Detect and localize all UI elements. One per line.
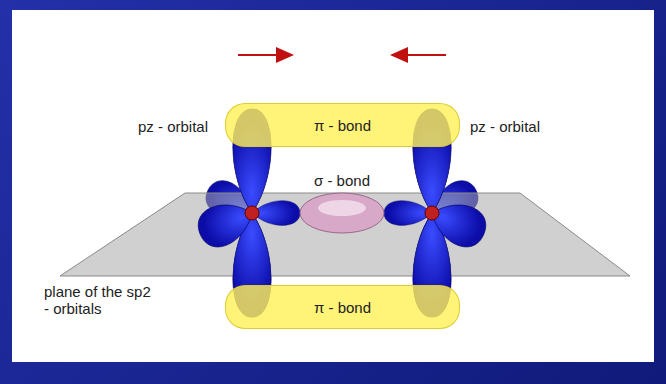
approach-arrow [238,54,292,56]
carbon-nucleus [425,206,439,220]
plane-label: plane of the sp2 - orbitals [44,283,156,317]
sigma-highlight [318,200,366,216]
orbital-label: pz - orbital [470,118,540,135]
sp2-plane [60,193,630,276]
carbon-nucleus [245,206,259,220]
approach-arrow [392,54,446,56]
pi-bond-band: π - bond [225,103,460,147]
orbital-label: pz - orbital [138,118,208,135]
bond-text: π - bond [314,117,371,134]
pi-bond-band: π - bond [225,285,460,329]
bond-text: π - bond [314,299,371,316]
bond-label: σ - bond [314,172,370,189]
sigma-bond-region [300,193,384,233]
